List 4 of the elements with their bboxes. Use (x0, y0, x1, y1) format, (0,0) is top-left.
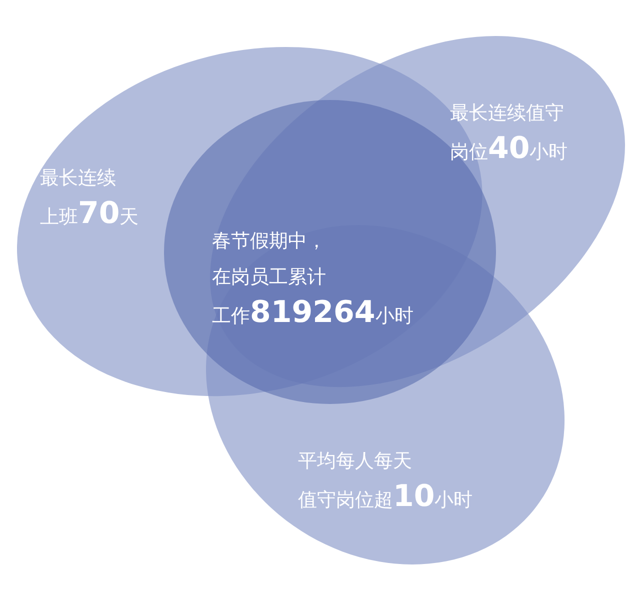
venn-label: 春节假期中，在岗员工累计工作819264小时 (212, 229, 414, 332)
venn-label: 最长连续上班70天 (40, 166, 140, 233)
venn-label: 最长连续值守岗位40小时 (450, 100, 569, 168)
venn-label: 平均每人每天值守岗位超10小时 (298, 448, 474, 516)
